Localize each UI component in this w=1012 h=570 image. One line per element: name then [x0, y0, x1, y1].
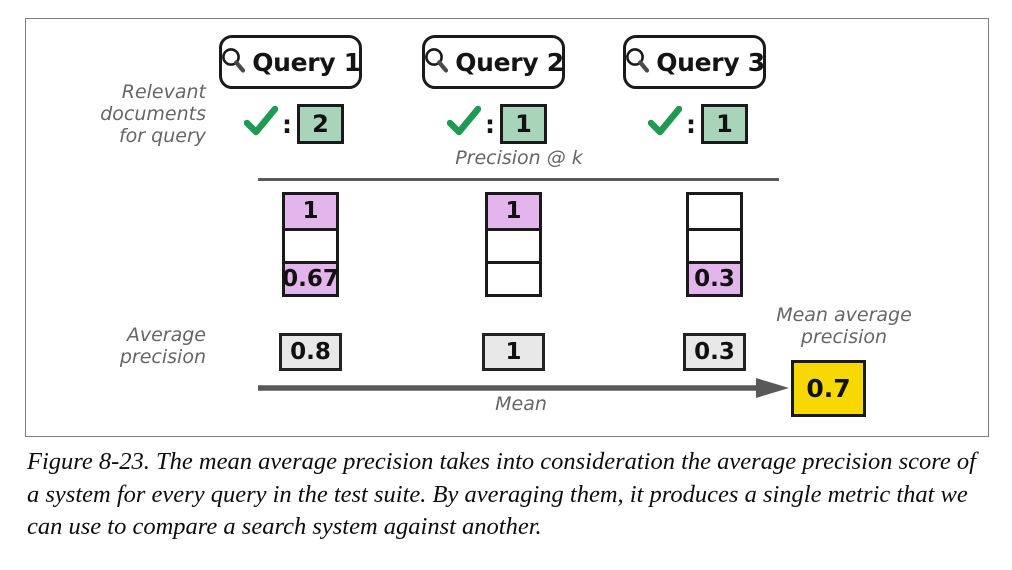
query-pill-1-label: Query 1: [252, 47, 361, 77]
relevant-count-group-1: : 2: [243, 104, 344, 144]
query-pill-1[interactable]: Query 1: [219, 35, 362, 89]
precision-cell-3-1: [689, 195, 740, 228]
relevant-count-group-3: : 1: [647, 104, 748, 144]
check-mark-icon: [647, 105, 683, 143]
query-pill-3[interactable]: Query 3: [623, 35, 766, 89]
query-pill-3-label: Query 3: [656, 47, 765, 77]
query-pill-2[interactable]: Query 2: [422, 35, 565, 89]
relevant-documents-label: Relevant documents for query: [100, 81, 206, 147]
average-precision-box-3: 0.3: [683, 333, 746, 371]
check-mark-icon: [243, 105, 279, 143]
precision-divider-rule: [258, 178, 779, 181]
check-mark-icon: [446, 105, 482, 143]
precision-stack-2: 1: [485, 192, 542, 297]
figure-frame: Query 1 Query 2 Query 3 Relevant documen…: [25, 18, 989, 437]
figure-caption: Figure 8-23. The mean average precision …: [27, 448, 976, 541]
search-icon: [423, 46, 449, 79]
precision-stack-1: 1 0.67: [282, 192, 339, 297]
precision-cell-2-2: [488, 228, 539, 261]
precision-cell-1-2: [285, 228, 336, 261]
search-icon: [624, 46, 650, 79]
precision-cell-3-3: 0.3: [689, 261, 740, 294]
colon-separator: :: [485, 109, 495, 139]
precision-cell-2-1: 1: [488, 195, 539, 228]
relevant-count-group-2: : 1: [446, 104, 547, 144]
mean-arrow-label: Mean: [495, 393, 547, 415]
query-pill-2-label: Query 2: [455, 47, 564, 77]
precision-cell-2-3: [488, 261, 539, 294]
average-precision-box-1: 0.8: [279, 333, 342, 371]
relevant-count-box-3: 1: [701, 104, 748, 144]
precision-cell-1-3: 0.67: [282, 261, 339, 294]
precision-cell-1-1: 1: [285, 195, 336, 228]
mean-average-precision-box: 0.7: [791, 360, 866, 417]
precision-stack-3: 0.3: [686, 192, 743, 297]
precision-cell-3-2: [689, 228, 740, 261]
relevant-count-box-1: 2: [297, 104, 344, 144]
right-arrow-icon: [256, 377, 791, 404]
precision-at-k-label: Precision @ k: [455, 147, 583, 169]
colon-separator: :: [282, 109, 292, 139]
colon-separator: :: [686, 109, 696, 139]
relevant-count-box-2: 1: [500, 104, 547, 144]
mean-average-precision-label: Mean average precision: [776, 304, 912, 348]
average-precision-box-2: 1: [482, 333, 545, 371]
search-icon: [220, 46, 246, 79]
average-precision-label: Average precision: [119, 324, 206, 368]
